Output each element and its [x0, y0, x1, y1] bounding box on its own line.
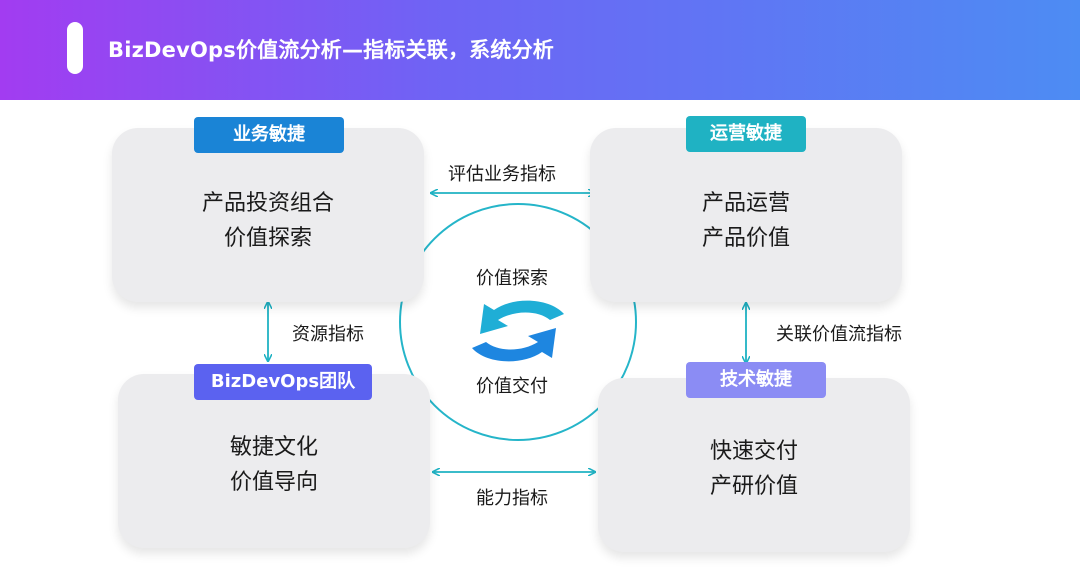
center-ring: [399, 203, 637, 441]
label-left-connector: 资源指标: [292, 324, 364, 345]
tag-tech-agility: 技术敏捷: [686, 362, 826, 398]
business-line1: 产品投资组合: [201, 191, 334, 216]
card-bizdevops-team: 敏捷文化 价值导向: [118, 374, 430, 548]
page-title: BizDevOps价值流分析—指标关联，系统分析: [108, 38, 554, 62]
business-line2: 价值探索: [223, 226, 312, 251]
card-business-agility: 产品投资组合 价值探索: [112, 128, 424, 302]
tech-line2: 产研价值: [709, 474, 798, 499]
team-line2: 价值导向: [229, 470, 318, 495]
cycle-arrows-icon: [472, 300, 564, 362]
header-accent-bar: [67, 22, 83, 74]
label-right-connector: 关联价值流指标: [776, 324, 902, 345]
team-line1: 敏捷文化: [229, 435, 318, 460]
card-tech-agility: 快速交付 产研价值: [598, 378, 910, 552]
operations-line2: 产品价值: [701, 226, 790, 251]
tag-operations-agility: 运营敏捷: [686, 116, 806, 152]
tech-line1: 快速交付: [709, 439, 798, 464]
center-label-deliver: 价值交付: [476, 376, 548, 397]
card-operations-agility: 产品运营 产品价值: [590, 128, 902, 302]
header-banner: BizDevOps价值流分析—指标关联，系统分析: [0, 0, 1080, 100]
label-top-connector: 评估业务指标: [448, 164, 556, 185]
tag-business-agility: 业务敏捷: [194, 117, 344, 153]
center-label-explore: 价值探索: [476, 268, 548, 289]
tag-bizdevops-team: BizDevOps团队: [194, 364, 372, 400]
operations-line1: 产品运营: [701, 191, 790, 216]
label-bottom-connector: 能力指标: [476, 488, 548, 509]
